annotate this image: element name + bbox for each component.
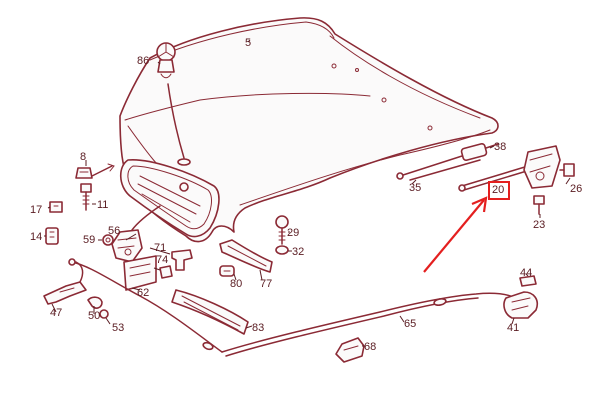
hook-71[interactable]: [171, 249, 193, 271]
label-8: 8: [80, 151, 86, 163]
label-41: 41: [507, 322, 519, 334]
nut-17[interactable]: [49, 201, 63, 213]
label-35: 35: [409, 182, 421, 194]
clip-44[interactable]: [519, 275, 537, 287]
clip-8[interactable]: [75, 167, 93, 179]
ornament-seal[interactable]: [177, 158, 191, 166]
bracket-14[interactable]: [45, 227, 59, 245]
handle-68[interactable]: [335, 337, 365, 363]
latch-link: [131, 205, 161, 231]
release-lever-47[interactable]: [43, 281, 87, 305]
arrow-leader: [91, 165, 113, 177]
label-17: 17: [30, 204, 42, 216]
label-86: 86: [137, 55, 149, 67]
grommet-59[interactable]: [102, 234, 114, 246]
label-44: 44: [520, 267, 532, 279]
label-56: 56: [108, 225, 120, 237]
label-26: 26: [570, 183, 582, 195]
label-5: 5: [245, 37, 251, 49]
release-cable-65: [221, 292, 521, 353]
clip-53[interactable]: [99, 309, 109, 319]
trim-piece-77[interactable]: [219, 239, 273, 273]
highlight-box-20: [488, 181, 510, 200]
bolt-23[interactable]: [533, 195, 545, 215]
gas-strut-38[interactable]: [396, 142, 499, 180]
label-68: 68: [364, 341, 376, 353]
part-labels: 5 86 8 11 17 14 59 56 71 74 62 47 50 53 …: [30, 37, 582, 353]
bumper-80[interactable]: [219, 265, 235, 277]
label-80: 80: [230, 278, 242, 290]
label-74: 74: [156, 254, 168, 266]
cable-sleeve: [202, 298, 447, 351]
highlight-arrow: [423, 196, 488, 273]
clip-50[interactable]: [87, 296, 103, 309]
label-50: 50: [88, 310, 100, 322]
label-71: 71: [154, 242, 166, 254]
screw-29[interactable]: [275, 215, 289, 245]
clip-74[interactable]: [159, 265, 173, 279]
bolt-26[interactable]: [559, 163, 575, 177]
ornament-cable: [167, 83, 185, 159]
release-cable-65-inner: [225, 297, 479, 357]
washer-32[interactable]: [275, 245, 289, 255]
label-14: 14: [30, 231, 42, 243]
hood-star-ornament[interactable]: [156, 42, 176, 79]
grille-insert-83[interactable]: [171, 289, 249, 335]
plate-62[interactable]: [123, 255, 157, 291]
star-emblem-badge[interactable]: [179, 182, 189, 192]
screw-11[interactable]: [80, 183, 92, 211]
label-77: 77: [260, 278, 272, 290]
hinge-assembly[interactable]: [523, 145, 561, 189]
label-20: 20: [492, 184, 504, 196]
release-handle-41[interactable]: [503, 291, 539, 319]
gas-strut-35[interactable]: [409, 159, 481, 181]
leader-lines: [44, 39, 571, 347]
label-11: 11: [97, 199, 108, 211]
grille-frame[interactable]: [119, 159, 220, 238]
cable-end[interactable]: [68, 258, 76, 266]
label-47: 47: [50, 307, 62, 319]
label-62: 62: [137, 287, 149, 299]
label-38: 38: [494, 141, 506, 153]
release-cable: [71, 261, 223, 353]
label-59: 59: [83, 234, 95, 246]
label-29: 29: [287, 227, 299, 239]
label-23: 23: [533, 219, 545, 231]
label-83: 83: [252, 322, 264, 334]
label-65: 65: [404, 318, 416, 330]
label-53: 53: [112, 322, 124, 334]
lever-link: [75, 261, 84, 283]
label-32: 32: [292, 246, 304, 258]
